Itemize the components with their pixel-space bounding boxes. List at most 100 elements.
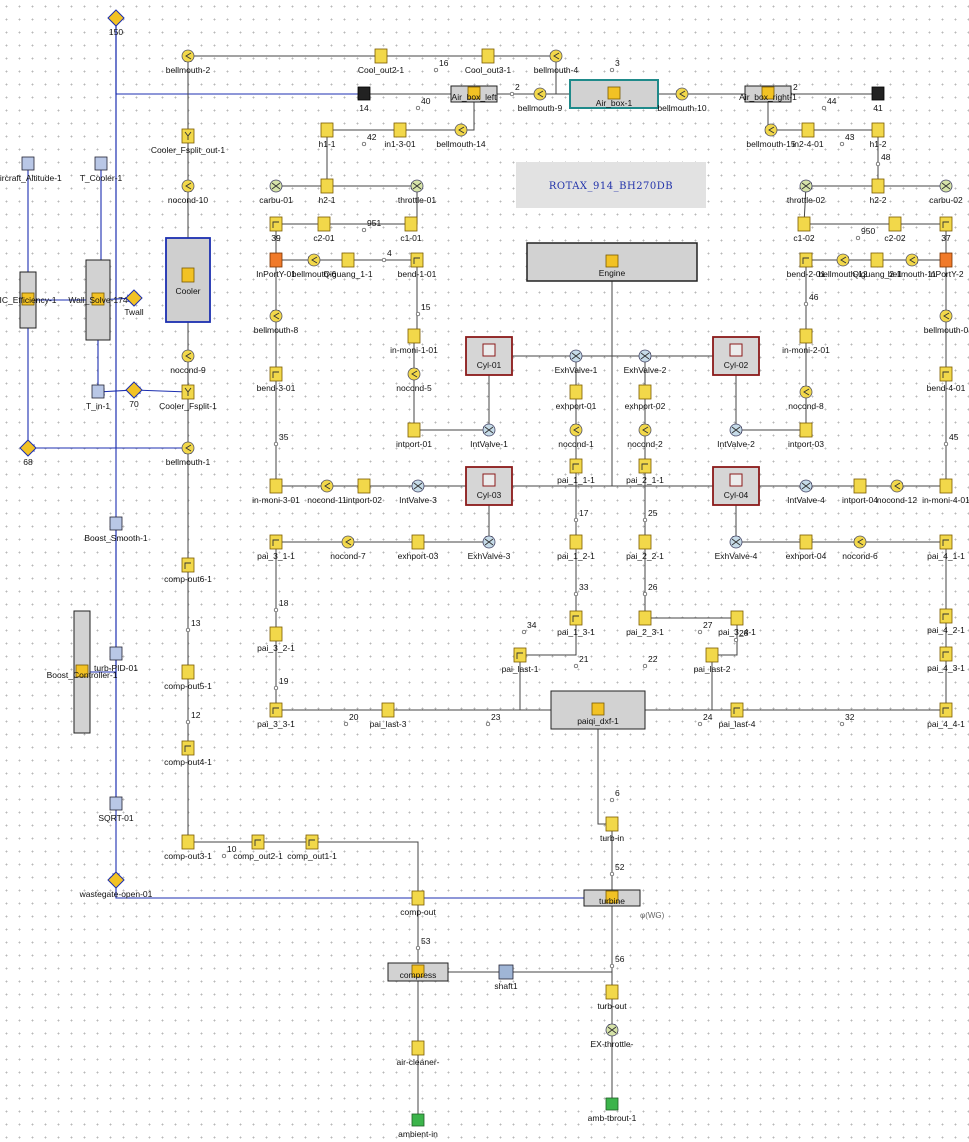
component-cyl02[interactable]: Cyl-02 [713, 337, 759, 375]
component-pai311[interactable]: pai_3_1-1 [257, 535, 295, 561]
component-c102[interactable]: c1-02 [793, 217, 815, 243]
component-intvalve1[interactable]: IntValve-1 [470, 424, 508, 449]
component-icefficiency[interactable]: IC_Efficiency-1 [0, 272, 57, 328]
component-intvalve4[interactable]: IntValve-4 [787, 480, 825, 505]
component-carbu01[interactable]: carbu-01 [259, 180, 293, 205]
component-aircraftalt[interactable]: Aircraft_Altitude-1 [0, 157, 62, 183]
component-sqrt01[interactable]: SQRT-01 [98, 797, 134, 823]
component-exhport02[interactable]: exhport-02 [625, 385, 666, 411]
component-pai211[interactable]: pai_2_1-1 [626, 459, 664, 485]
component-bellmouth10[interactable]: bellmouth-10 [657, 88, 706, 113]
component-intvalve3[interactable]: IntValve-3 [399, 480, 437, 505]
component-turbin[interactable]: turb-in [600, 817, 624, 843]
component-airboxleft[interactable]: Air_box_left [451, 86, 497, 102]
component-coolerfsplit1[interactable]: Cooler_Fsplit-1 [159, 385, 217, 411]
component-exhvalve3[interactable]: ExhValve-3 [468, 536, 511, 561]
component-inmoni401[interactable]: in-moni-4-01 [922, 479, 969, 505]
component-h22[interactable]: h2-2 [869, 179, 886, 205]
component-n41[interactable]: 41 [872, 87, 884, 113]
component-nocond12[interactable]: nocond-12 [877, 480, 917, 505]
component-coolout21[interactable]: Cool_out2-1 [358, 49, 405, 75]
signal-link[interactable] [116, 880, 612, 898]
component-h12[interactable]: h1-2 [869, 123, 886, 149]
component-bellmouth14[interactable]: bellmouth-14 [436, 124, 485, 149]
component-shaft1[interactable]: shaft1 [494, 965, 517, 991]
component-compress[interactable]: compress [388, 963, 448, 981]
component-n14[interactable]: 14 [358, 87, 370, 113]
component-bellmouth15[interactable]: bellmouth-15 [746, 124, 795, 149]
component-pai441[interactable]: pai_4_4-1 [927, 703, 965, 729]
component-pai111[interactable]: pai_1_1-1 [557, 459, 595, 485]
component-pailast2[interactable]: pai_last-2 [694, 648, 731, 674]
component-intport03[interactable]: intport-03 [788, 423, 824, 449]
component-inporty2[interactable]: InPortY-2 [928, 253, 963, 279]
component-coolerfsplitout[interactable]: Cooler_Fsplit_out-1 [151, 129, 225, 155]
component-engine[interactable]: Engine [527, 243, 697, 281]
component-compout51[interactable]: comp-out5-1 [164, 665, 212, 691]
component-exhport03[interactable]: exhport-03 [398, 535, 439, 561]
component-boostctrl[interactable]: Boost_Controller-1 [47, 611, 118, 733]
component-coolout31[interactable]: Cool_out3-1 [465, 49, 512, 75]
component-paiqi[interactable]: paiqi_dxf-1 [551, 691, 645, 729]
component-n150[interactable]: 150 [108, 10, 124, 37]
component-cyl01[interactable]: Cyl-01 [466, 337, 512, 375]
component-c202[interactable]: c2-02 [884, 217, 906, 243]
component-pai431[interactable]: pai_4_3-1 [927, 647, 965, 673]
component-inmoni101[interactable]: in-moni-1-01 [390, 329, 438, 355]
component-aircleaner[interactable]: air-cleaner- [397, 1041, 440, 1067]
component-n70[interactable]: 70 [126, 382, 142, 409]
component-compout31[interactable]: comp-out3-1 [164, 835, 212, 861]
component-bend101[interactable]: bend-1-01 [398, 253, 437, 279]
component-pai121[interactable]: pai_1_2-1 [557, 535, 595, 561]
component-turbine[interactable]: turbine [584, 890, 640, 906]
component-cooler[interactable]: Cooler [166, 238, 210, 322]
component-nocond11[interactable]: nocond-11 [307, 480, 347, 505]
component-qiguang11[interactable]: Qiguang_1-1 [323, 253, 372, 279]
component-inporty[interactable]: InPortY-01 [256, 253, 296, 279]
component-ambientin[interactable]: ambient-in [398, 1114, 438, 1139]
component-wallsolve[interactable]: Wall_Solve-174 [68, 260, 127, 340]
component-inmoni201[interactable]: in-moni-2-01 [782, 329, 830, 355]
component-n68[interactable]: 68 [20, 440, 36, 467]
component-tin1[interactable]: T_in-1 [86, 385, 110, 411]
component-exhport01[interactable]: exhport-01 [556, 385, 597, 411]
component-n39[interactable]: 39 [270, 217, 282, 243]
component-pai221[interactable]: pai_2_2-1 [626, 535, 664, 561]
component-inmoni301[interactable]: in-moni-3-01 [252, 479, 300, 505]
component-in12401[interactable]: in2-4-01 [792, 123, 823, 149]
component-cyl04[interactable]: Cyl-04 [713, 467, 759, 505]
component-h21[interactable]: h2-1 [318, 179, 335, 205]
component-pai321[interactable]: pai_3_2-1 [257, 627, 295, 653]
component-intport01[interactable]: intport-01 [396, 423, 432, 449]
component-airboxright[interactable]: Air_box_right-1 [739, 86, 797, 102]
component-pailast1[interactable]: pai_last-1 [502, 648, 539, 674]
component-compout41[interactable]: comp-out4-1 [164, 741, 212, 767]
component-pai341[interactable]: pai_3_4-1 [718, 611, 756, 637]
component-pai131[interactable]: pai_1_3-1 [557, 611, 595, 637]
component-airbox1[interactable]: Air_box-1 [570, 80, 658, 108]
component-nocond7[interactable]: nocond-7 [330, 536, 366, 561]
component-bend301[interactable]: bend-3-01 [257, 367, 296, 393]
component-compout[interactable]: comp-out [400, 891, 436, 917]
component-pai421[interactable]: pai_4_2-1 [927, 609, 965, 635]
component-bend401[interactable]: bend-4-01 [927, 367, 966, 393]
component-carbu02[interactable]: carbu-02 [929, 180, 963, 205]
component-compout21[interactable]: comp_out2-1 [233, 835, 283, 861]
component-compout61[interactable]: comp-out6-1 [164, 558, 212, 584]
component-ambtbrout[interactable]: amb-tbrout-1 [588, 1098, 637, 1123]
signal-link[interactable] [28, 18, 116, 448]
component-n37[interactable]: 37 [940, 217, 952, 243]
component-pai331[interactable]: pai_3_3-1 [257, 703, 295, 729]
component-in1301[interactable]: in1-3-01 [384, 123, 415, 149]
component-wastegate[interactable]: wastegate-open-01 [79, 872, 153, 899]
component-c101[interactable]: c1-01 [400, 217, 422, 243]
component-h11[interactable]: h1-1 [318, 123, 335, 149]
component-compout11[interactable]: comp_out1-1 [287, 835, 337, 861]
component-exhport04[interactable]: exhport-04 [786, 535, 827, 561]
component-intport02[interactable]: intport-02 [346, 479, 382, 505]
component-pailast4[interactable]: pai_last-4 [719, 703, 756, 729]
component-nocond6[interactable]: nocond-6 [842, 536, 878, 561]
component-intport04[interactable]: intport-04 [842, 479, 878, 505]
component-pai231[interactable]: pai_2_3-1 [626, 611, 664, 637]
flow-connection[interactable] [506, 898, 612, 972]
